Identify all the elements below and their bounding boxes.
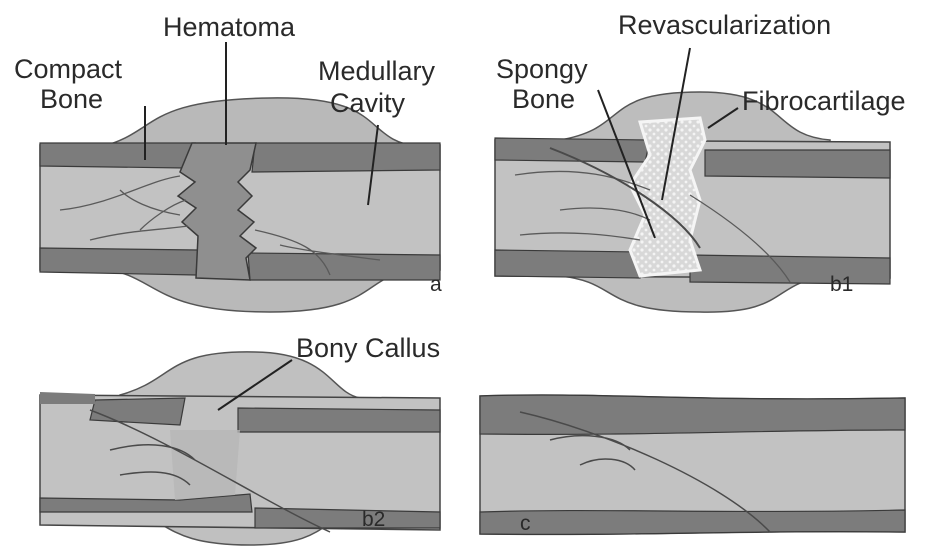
label-revascularization: Revascularization: [618, 10, 831, 40]
compact-bone-bottom: [40, 248, 198, 275]
compact-bone-top: [40, 143, 195, 168]
label-medullary-cavity-line2: Cavity: [330, 88, 406, 118]
panel-b2: Bony Callus b2: [40, 333, 440, 545]
panel-c: c: [480, 395, 905, 535]
label-compact-bone-line2: Bone: [40, 84, 103, 114]
panel-tag-b1: b1: [830, 273, 853, 296]
panel-b1: Spongy Bone Revascularization Fibrocarti…: [495, 10, 906, 312]
panel-tag-b2: b2: [362, 508, 385, 531]
label-medullary-cavity-line1: Medullary: [318, 56, 436, 86]
label-hematoma: Hematoma: [163, 12, 296, 42]
label-spongy-bone-line1: Spongy: [496, 54, 588, 84]
label-fibrocartilage: Fibrocartilage: [742, 86, 906, 116]
panel-tag-c: c: [520, 512, 531, 535]
panel-a: Compact Bone Hematoma Medullary Cavity a: [14, 12, 442, 312]
label-spongy-bone-line2: Bone: [512, 84, 575, 114]
label-compact-bone-line1: Compact: [14, 54, 123, 84]
label-bony-callus: Bony Callus: [296, 333, 440, 363]
panel-tag-a: a: [430, 273, 442, 296]
